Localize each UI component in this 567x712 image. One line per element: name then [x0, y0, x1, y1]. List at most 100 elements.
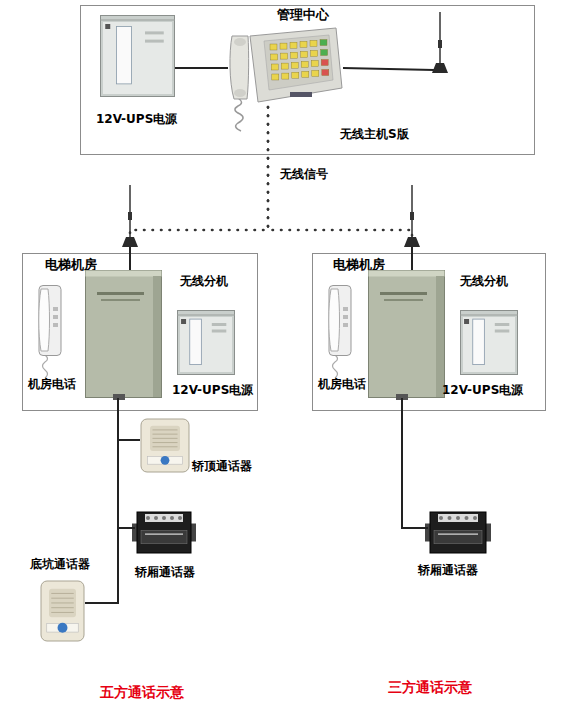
ups-switch [464, 319, 469, 324]
phone-key [311, 60, 318, 66]
handset-cord [235, 98, 243, 131]
cable-path [118, 398, 140, 440]
handset-cord [43, 355, 48, 378]
unit-side [153, 276, 161, 397]
device-label: 无线主机S版 [340, 128, 409, 142]
speaker-grille [49, 589, 76, 618]
ups-front [180, 317, 232, 372]
unit-case [369, 271, 445, 398]
phone-key [301, 51, 308, 57]
fenji-illustration [368, 270, 445, 398]
ups-seam [177, 315, 235, 316]
ups-illustration [460, 310, 518, 375]
antenna-coil [410, 212, 414, 220]
unit-case [86, 271, 162, 398]
ups-front [463, 317, 515, 372]
unit-plate [97, 292, 144, 295]
phone-body [250, 28, 342, 102]
phone-key [272, 74, 279, 80]
speaker-case [41, 581, 84, 641]
wallphone-handset [329, 289, 340, 351]
phone-key [281, 53, 288, 59]
grille-slot [51, 612, 74, 613]
wire-connector [402, 398, 428, 528]
terminal-screw [154, 516, 158, 520]
ups-device: 12V-UPS电源 [100, 15, 175, 97]
edge-label: 无线信号 [280, 168, 328, 182]
cable-path [118, 398, 135, 528]
phone-key [291, 62, 298, 68]
wallphone-button [53, 323, 58, 327]
wallphone-button [343, 307, 348, 311]
phone-key [271, 54, 278, 60]
antenna-rod [129, 185, 131, 237]
ups-vent [145, 31, 164, 34]
wireless-signal-path [268, 107, 412, 236]
grille-slot [51, 602, 74, 603]
unit-plate [380, 292, 427, 295]
device-label: 无线分机 [180, 275, 228, 289]
ups-device: 12V-UPS电源 [460, 310, 518, 375]
terminal-screw [178, 516, 182, 520]
ups-label-strip [117, 26, 132, 83]
grille-slot [51, 607, 74, 608]
ups-illustration [177, 310, 235, 375]
ups-case [461, 311, 518, 375]
cabin-device: 轿厢通话器 [428, 510, 488, 555]
phone-display [290, 92, 312, 97]
room-box: 电梯机房机房电话无线分机12V-UPS电源 [312, 253, 546, 411]
unit-side [436, 276, 444, 397]
ups-switch [181, 319, 186, 324]
terminal-screw [448, 516, 452, 520]
unit-top [86, 271, 162, 277]
terminal-screw [456, 516, 460, 520]
phone-key [321, 60, 328, 66]
caption-note: 三方通话示意 [388, 679, 472, 695]
ups-vent [212, 330, 227, 333]
ups-case [178, 311, 235, 375]
ups-illustration [100, 15, 175, 97]
wallphone-button [53, 307, 58, 311]
box-heading: 管理中心 [277, 8, 329, 23]
device-label: 无线分机 [460, 275, 508, 289]
unit-plate [384, 299, 423, 301]
ups-vent [495, 330, 510, 333]
device-label: 轿厢通话器 [418, 564, 478, 578]
phone-key [300, 41, 307, 47]
terminal-screw [473, 516, 477, 520]
phone-key [311, 50, 318, 56]
room-box: 管理中心 12V-UPS电源无线主机S版 [80, 5, 535, 155]
antenna-base [404, 237, 420, 247]
phone-key [302, 71, 309, 77]
fenji-device: 无线分机 [85, 270, 162, 398]
handset-mouthpiece [234, 89, 246, 97]
terminal-screw [170, 516, 174, 520]
phone-key [271, 64, 278, 70]
terminal-screw [162, 516, 166, 520]
wallphone-body [39, 286, 61, 356]
ups-seam [100, 20, 175, 21]
host-illustration [228, 22, 343, 107]
wallphone-body [329, 286, 351, 356]
phone-key [280, 43, 287, 49]
device-label: 12V-UPS电源 [172, 384, 253, 398]
speaker-case [141, 419, 189, 472]
device-label: 底坑通话器 [30, 558, 90, 572]
wallphone-handset [39, 289, 50, 351]
phone-key [310, 40, 317, 46]
ups-switch [105, 24, 110, 29]
ups-vent [145, 40, 164, 43]
cabin-case [137, 512, 191, 553]
terminal-strip [145, 514, 183, 522]
ups-label-strip [190, 319, 202, 365]
speaker-illustration [40, 580, 85, 642]
phone-key [281, 63, 288, 69]
terminal-screw [465, 516, 469, 520]
phone-illustration [325, 285, 355, 360]
cabin-case [430, 512, 486, 553]
cabin-label [141, 530, 187, 544]
phone-key [322, 70, 329, 76]
phone-key [290, 42, 297, 48]
cabin-label [434, 530, 482, 544]
